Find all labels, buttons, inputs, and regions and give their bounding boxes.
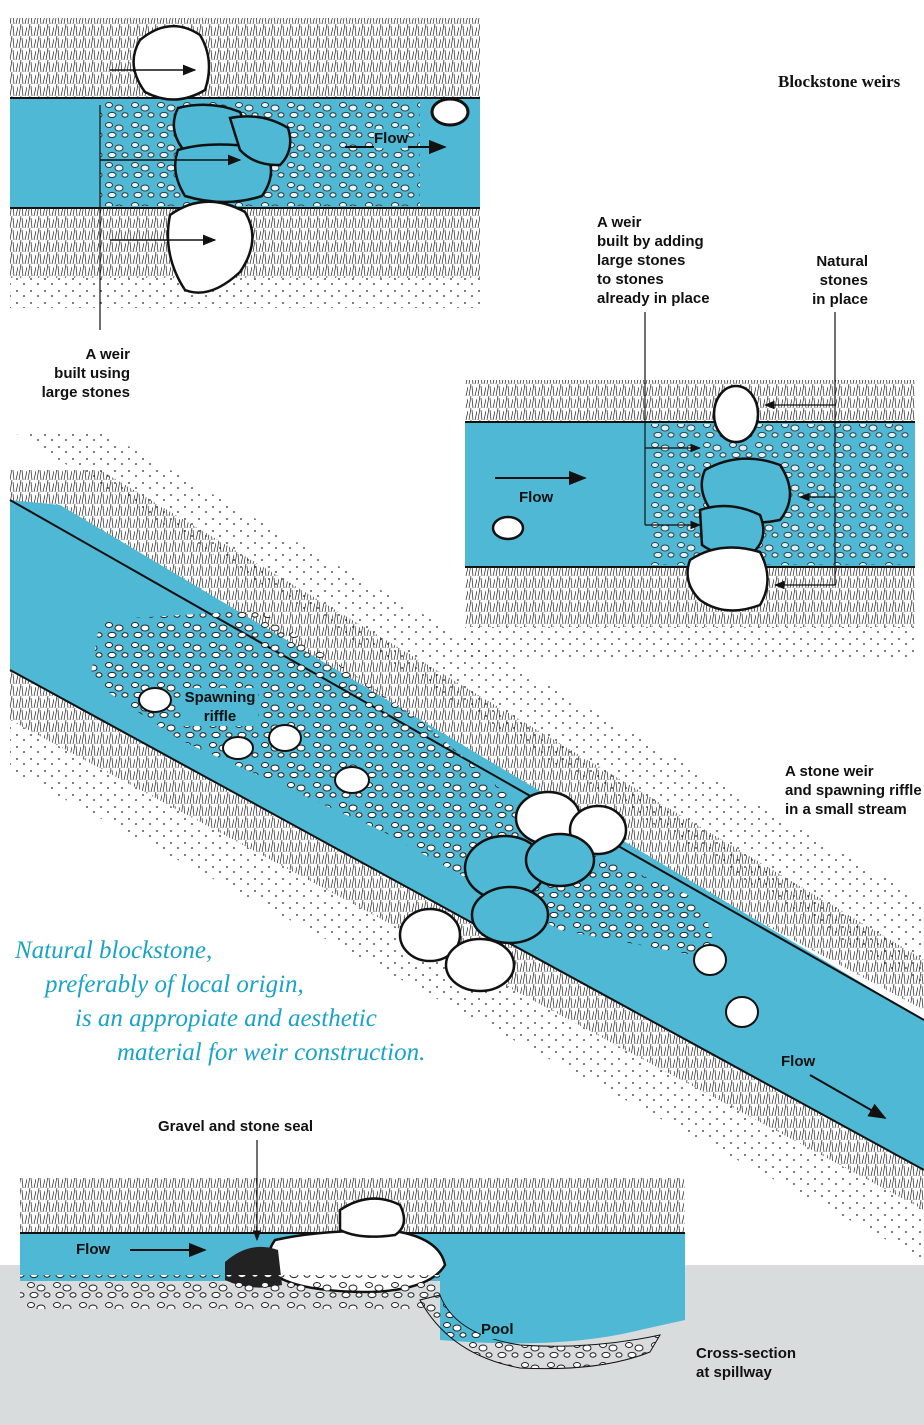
riffle-stone (726, 997, 758, 1027)
boulder (446, 939, 514, 991)
flow-label: Flow (781, 1052, 815, 1071)
bank-stone (340, 1199, 404, 1237)
flow-label: Flow (76, 1240, 110, 1259)
caption-line-2: preferably of local origin, (45, 968, 304, 1002)
soil-dots (465, 627, 915, 657)
riffle-stone (223, 737, 253, 759)
caption-line-3: is an appropiate and aesthetic (75, 1002, 377, 1036)
weir-added-stones-label: A weir built by adding large stones to s… (597, 213, 710, 308)
flow-label: Flow (374, 129, 408, 148)
caption-line-1: Natural blockstone, (15, 934, 212, 968)
boulder (472, 887, 548, 943)
bank-top (10, 18, 480, 98)
flow-label: Flow (519, 488, 553, 507)
natural-stones-label: Natural stones in place (790, 252, 868, 309)
boulder (526, 834, 594, 886)
boulder (134, 26, 209, 99)
seal-label: Gravel and stone seal (158, 1117, 313, 1136)
caption-line-4: material for weir construction. (117, 1036, 425, 1070)
riffle-stone (269, 725, 301, 751)
bed-stones (20, 1275, 440, 1309)
bank-top (465, 380, 915, 422)
pool-label: Pool (481, 1320, 514, 1339)
spawning-riffle-label: Spawning riffle (182, 688, 258, 726)
page-title: Blockstone weirs (778, 72, 900, 91)
riffle-stone (335, 767, 369, 793)
boulder (688, 548, 768, 611)
boulder (493, 517, 523, 539)
riffle-stone (139, 688, 171, 712)
stone-weir-riffle-label: A stone weir and spawning riffle in a sm… (785, 762, 922, 819)
cross-section-label: Cross-section at spillway (696, 1344, 796, 1382)
riffle-stone (694, 945, 726, 975)
soil-dots (10, 278, 480, 308)
panel-weir-added-stones (465, 312, 915, 657)
weir-large-stones-label: A weir built using large stones (30, 345, 130, 402)
panel-weir-large-stones (10, 18, 480, 330)
boulder (432, 99, 468, 125)
boulder (714, 386, 758, 442)
